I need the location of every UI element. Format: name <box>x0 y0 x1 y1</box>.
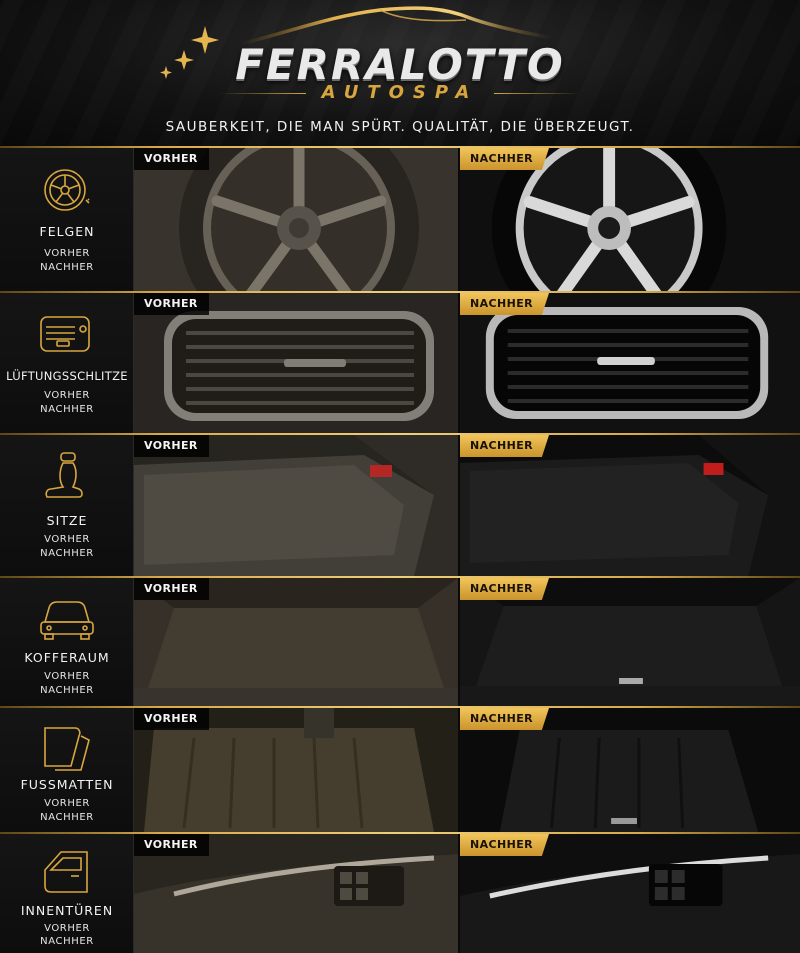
gold-divider <box>0 291 800 293</box>
row-sitze: SITZE VORHER NACHHER VORHER NACHHER <box>0 433 800 576</box>
category-title: LÜFTUNGSSCHLITZE <box>6 369 128 383</box>
before-photo-seat: VORHER <box>134 435 458 576</box>
header-texture <box>0 0 800 146</box>
car-seat-icon <box>45 452 83 498</box>
after-tag: NACHHER <box>460 708 549 730</box>
before-tag: VORHER <box>134 148 209 170</box>
after-tag: NACHHER <box>460 148 549 170</box>
before-tag: VORHER <box>134 578 209 600</box>
after-photo-seat: NACHHER <box>458 435 800 576</box>
wheel-rim-icon <box>44 169 90 211</box>
before-photo-floor-mat: VORHER <box>134 708 458 832</box>
category-sub-before: VORHER <box>44 923 90 934</box>
brand-name: FERRALOTTO <box>235 40 565 89</box>
category-label: KOFFERAUM VORHER NACHHER <box>0 578 134 706</box>
divider-line-left <box>220 93 306 94</box>
category-title: KOFFERAUM <box>24 650 110 665</box>
category-title: INNENTÜREN <box>20 903 114 918</box>
category-label: FELGEN VORHER NACHHER <box>0 148 134 291</box>
gold-divider <box>0 433 800 435</box>
sparkle-icon <box>160 26 219 79</box>
category-sub-before: VORHER <box>44 248 90 259</box>
category-sub-after: NACHHER <box>40 812 94 823</box>
category-title: FELGEN <box>39 224 95 239</box>
category-sub-after: NACHHER <box>40 404 94 415</box>
category-title: FUSSMATTEN <box>20 777 114 792</box>
after-tag: NACHHER <box>460 293 549 315</box>
gold-divider <box>0 576 800 578</box>
category-sub-after: NACHHER <box>40 936 94 947</box>
category-sub-after: NACHHER <box>40 262 94 273</box>
row-kofferaum: KOFFERAUM VORHER NACHHER VORHER NACHHER <box>0 576 800 706</box>
air-vent-icon <box>40 316 90 352</box>
before-photo-vent: VORHER <box>134 293 458 433</box>
divider-line-right <box>494 93 580 94</box>
row-lueftungsschlitze: LÜFTUNGSSCHLITZE VORHER NACHHER VORHER <box>0 291 800 433</box>
after-photo-rim: NACHHER <box>458 148 800 291</box>
brand-subtitle: AUTOSPA <box>321 82 479 103</box>
car-trunk-icon <box>40 601 94 640</box>
after-photo-floor-mat: NACHHER <box>458 708 800 832</box>
floor-mat-icon <box>44 727 90 771</box>
category-label: SITZE VORHER NACHHER <box>0 435 134 576</box>
before-photo-door: VORHER <box>134 834 458 953</box>
car-silhouette-icon <box>239 6 553 46</box>
car-door-icon <box>44 851 88 893</box>
row-fussmatten: FUSSMATTEN VORHER NACHHER VORHER <box>0 706 800 832</box>
after-tag: NACHHER <box>460 834 549 856</box>
before-photo-rim: VORHER <box>134 148 458 291</box>
gold-divider <box>0 832 800 834</box>
category-sub-before: VORHER <box>44 798 90 809</box>
brand-sub-wrap: AUTOSPA <box>0 82 800 103</box>
brand-header: FERRALOTTO AUTOSPA SAUBERKEIT, DIE MAN S… <box>0 0 800 146</box>
after-photo-vent: NACHHER <box>458 293 800 433</box>
category-sub-before: VORHER <box>44 534 90 545</box>
gold-divider <box>0 146 800 148</box>
after-tag: NACHHER <box>460 435 549 457</box>
category-title: SITZE <box>46 513 88 528</box>
before-tag: VORHER <box>134 435 209 457</box>
before-photo-trunk: VORHER <box>134 578 458 706</box>
category-sub-after: NACHHER <box>40 548 94 559</box>
before-tag: VORHER <box>134 293 209 315</box>
category-sub-before: VORHER <box>44 671 90 682</box>
before-tag: VORHER <box>134 708 209 730</box>
after-photo-door: NACHHER <box>458 834 800 953</box>
category-label: LÜFTUNGSSCHLITZE VORHER NACHHER <box>0 293 134 433</box>
before-tag: VORHER <box>134 834 209 856</box>
category-sub-before: VORHER <box>44 390 90 401</box>
category-label: INNENTÜREN VORHER NACHHER <box>0 834 134 953</box>
after-photo-trunk: NACHHER <box>458 578 800 706</box>
row-innentueren: INNENTÜREN VORHER NACHHER VORHER <box>0 832 800 953</box>
row-felgen: FELGEN VORHER NACHHER VORHER <box>0 146 800 291</box>
category-sub-after: NACHHER <box>40 685 94 696</box>
after-tag: NACHHER <box>460 578 549 600</box>
gold-divider <box>0 706 800 708</box>
category-label: FUSSMATTEN VORHER NACHHER <box>0 708 134 832</box>
tagline: SAUBERKEIT, DIE MAN SPÜRT. QUALITÄT, DIE… <box>165 119 635 135</box>
